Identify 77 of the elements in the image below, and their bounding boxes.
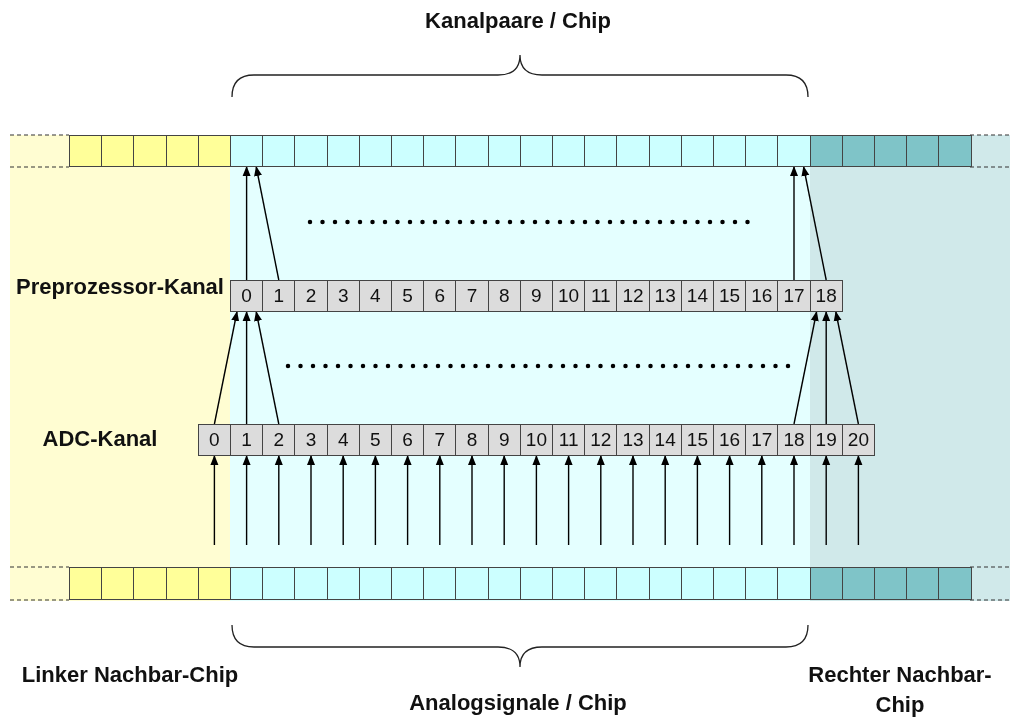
channel-cell: 16	[713, 424, 747, 456]
channel-cell: 5	[358, 424, 392, 456]
arrow	[661, 455, 670, 546]
channel-cell: 8	[487, 280, 521, 312]
arrow	[213, 311, 240, 425]
channel-cell: 15	[713, 280, 747, 312]
arrow	[757, 455, 766, 546]
arrow	[822, 311, 831, 425]
arrow	[500, 455, 509, 546]
channel-cell: 3	[294, 424, 328, 456]
arrow	[339, 455, 348, 546]
arrow	[725, 455, 734, 546]
channel-cell: 20	[841, 424, 875, 456]
arrow	[629, 455, 637, 546]
channel-cell: 1	[230, 424, 264, 456]
channel-cell: 9	[487, 424, 521, 456]
arrow	[801, 166, 827, 281]
channel-cell: 17	[745, 424, 779, 456]
channel-cell: 2	[294, 280, 328, 312]
channel-cell: 7	[455, 280, 489, 312]
arrow	[435, 455, 444, 546]
channel-cell: 15	[680, 424, 714, 456]
channel-cell: 12	[616, 280, 650, 312]
channel-cell: 4	[358, 280, 392, 312]
channel-cell: 0	[230, 280, 264, 312]
channel-cell: 6	[391, 424, 425, 456]
arrow	[564, 455, 573, 546]
arrow	[274, 455, 283, 546]
channel-cell: 14	[680, 280, 714, 312]
arrow	[468, 455, 476, 546]
channel-cell: 16	[745, 280, 779, 312]
channel-cell: 18	[809, 280, 843, 312]
arrow	[822, 455, 831, 546]
chip-label: Rechter Nachbar-Chip	[807, 661, 993, 719]
section-heading: Kanalpaare / Chip	[424, 7, 612, 35]
arrow	[833, 311, 860, 425]
channel-cell: 11	[552, 424, 586, 456]
arrow	[254, 311, 280, 425]
channel-cell: 6	[423, 280, 457, 312]
arrow	[307, 455, 315, 546]
arrow	[854, 455, 863, 546]
channel-cell: 12	[584, 424, 618, 456]
chip-label: Linker Nachbar-Chip	[20, 661, 240, 689]
channel-cell: 5	[391, 280, 425, 312]
arrow	[242, 311, 251, 425]
channel-cell: 14	[648, 424, 682, 456]
section-heading: Analogsignale / Chip	[408, 689, 628, 717]
channel-cell: 19	[809, 424, 843, 456]
channel-cell: 2	[262, 424, 296, 456]
channel-cell: 18	[777, 424, 811, 456]
channel-cell: 3	[326, 280, 360, 312]
arrow	[242, 166, 251, 281]
channel-cell: 7	[423, 424, 457, 456]
channel-cell: 13	[616, 424, 650, 456]
channel-cell: 10	[552, 280, 586, 312]
channel-cell: 10	[519, 424, 553, 456]
channel-cell: 13	[648, 280, 682, 312]
channel-cell: 4	[326, 424, 360, 456]
arrow	[693, 455, 702, 546]
arrow	[790, 455, 798, 546]
row-label: Preprozessor-Kanal	[15, 273, 225, 301]
arrow	[790, 166, 798, 281]
arrow	[210, 455, 219, 546]
channel-cell: 17	[777, 280, 811, 312]
arrow	[254, 166, 280, 281]
row-label: ADC-Kanal	[41, 425, 159, 453]
channel-cell: 8	[455, 424, 489, 456]
channel-cell: 11	[584, 280, 618, 312]
channel-cell: 9	[519, 280, 553, 312]
channel-cell: 1	[262, 280, 296, 312]
arrow	[371, 455, 380, 546]
arrow	[242, 455, 251, 546]
arrow	[403, 455, 412, 546]
arrow	[596, 455, 605, 546]
channel-cell: 0	[197, 424, 231, 456]
arrow	[793, 311, 819, 425]
arrow	[532, 455, 541, 546]
